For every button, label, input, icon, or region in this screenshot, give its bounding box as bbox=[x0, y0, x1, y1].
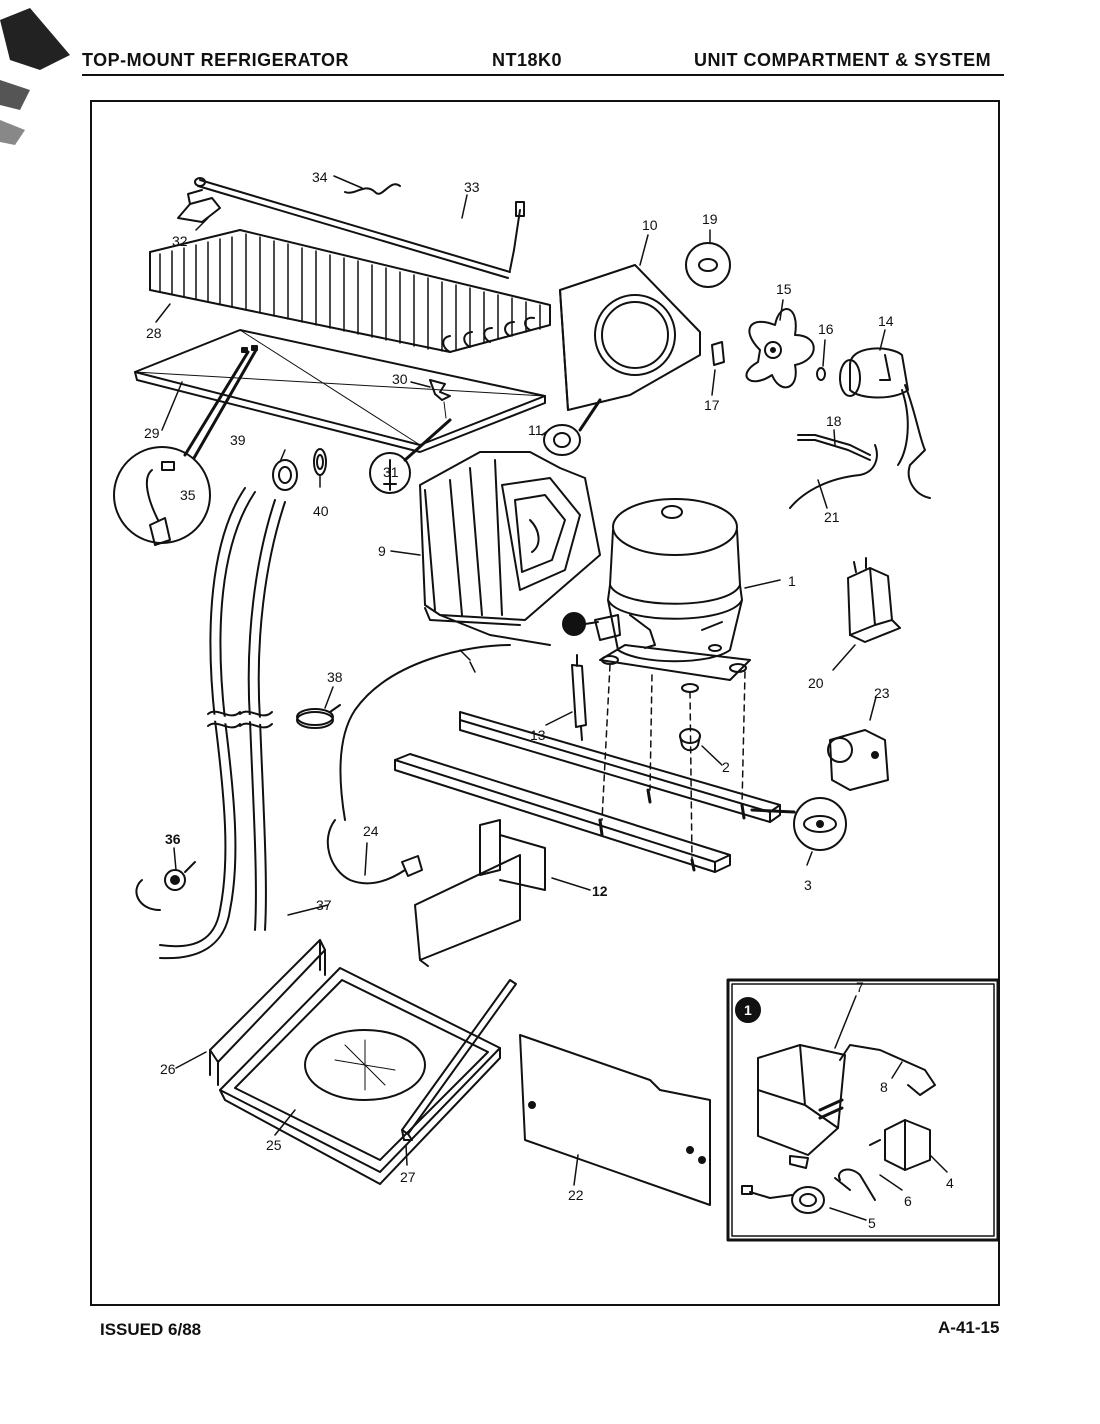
callout-15: 15 bbox=[776, 281, 792, 297]
callout-31: 31 bbox=[383, 464, 399, 480]
part-28-condenser bbox=[149, 229, 551, 353]
callout-14: 14 bbox=[878, 313, 894, 329]
issued-date: ISSUED 6/88 bbox=[100, 1320, 202, 1339]
scan-smudge bbox=[0, 8, 70, 145]
callout-9: 9 bbox=[378, 543, 386, 559]
part-32-bracket bbox=[177, 189, 221, 223]
inset-badge bbox=[735, 997, 761, 1023]
part-18-tube bbox=[797, 434, 871, 461]
callout-37: 37 bbox=[316, 897, 332, 913]
part-15-fan bbox=[745, 308, 815, 389]
callout-labels: 34 33 32 28 29 30 31 35 39 40 9 10 19 15… bbox=[144, 169, 954, 1231]
part-29-tray bbox=[134, 329, 546, 453]
part-14-motor bbox=[839, 347, 931, 499]
part-36-clamp bbox=[135, 861, 196, 911]
callout-22: 22 bbox=[568, 1187, 584, 1203]
part-27-strip bbox=[401, 979, 517, 1141]
leader-lines bbox=[155, 175, 948, 1221]
callout-16: 16 bbox=[818, 321, 834, 337]
part-30-clip bbox=[429, 379, 451, 401]
callout-6: 6 bbox=[904, 1193, 912, 1209]
callout-35: 35 bbox=[180, 487, 196, 503]
leader-tray-35 bbox=[183, 348, 258, 460]
part-39-grommet bbox=[272, 459, 298, 491]
part-wire bbox=[339, 644, 511, 821]
callout-29: 29 bbox=[144, 425, 160, 441]
callout-4: 4 bbox=[946, 1175, 954, 1191]
callout-13: 13 bbox=[530, 727, 546, 743]
callout-3: 3 bbox=[804, 877, 812, 893]
part-33-tube bbox=[194, 177, 511, 279]
callout-25: 25 bbox=[266, 1137, 282, 1153]
callout-36: 36 bbox=[165, 831, 181, 847]
callout-38: 38 bbox=[327, 669, 343, 685]
part-24-cord bbox=[326, 819, 423, 885]
callout-19: 19 bbox=[702, 211, 718, 227]
callout-34: 34 bbox=[312, 169, 328, 185]
inset-badge-label: 1 bbox=[744, 1002, 752, 1018]
part-26-bracket bbox=[209, 939, 326, 1086]
part-9-housing bbox=[419, 451, 601, 646]
header-title: TOP-MOUNT REFRIGERATOR bbox=[82, 50, 349, 70]
part-22-panel bbox=[519, 1034, 711, 1206]
callout-7: 7 bbox=[856, 979, 864, 995]
callout-11: 11 bbox=[528, 422, 543, 438]
callout-30: 30 bbox=[392, 371, 408, 387]
part-31-detail bbox=[369, 452, 411, 494]
page-number: A-41-15 bbox=[938, 1318, 1000, 1337]
part-10-shroud bbox=[559, 264, 701, 411]
callout-32: 32 bbox=[172, 233, 188, 249]
callout-26: 26 bbox=[160, 1061, 176, 1077]
badge-1 bbox=[562, 612, 586, 636]
part-17-clip bbox=[711, 341, 725, 366]
part-1-compressor bbox=[594, 498, 751, 693]
callout-1: 1 bbox=[788, 573, 796, 589]
part-34-wire bbox=[344, 183, 401, 195]
callout-21: 21 bbox=[824, 509, 840, 525]
callout-2: 2 bbox=[722, 759, 730, 775]
part-capillary bbox=[509, 201, 525, 271]
header-section: UNIT COMPARTMENT & SYSTEM bbox=[694, 50, 992, 70]
part-12-bracket bbox=[414, 819, 546, 967]
part-20-capacitor bbox=[847, 557, 901, 643]
callout-40: 40 bbox=[313, 503, 329, 519]
part-rail-lower bbox=[394, 753, 731, 873]
part-25-pan bbox=[219, 967, 501, 1185]
callout-17: 17 bbox=[704, 397, 720, 413]
exploded-parts-diagram: 34 33 32 28 29 30 31 35 39 40 9 10 19 15… bbox=[113, 169, 1000, 1242]
callout-20: 20 bbox=[808, 675, 824, 691]
part-38-clamp bbox=[296, 704, 341, 729]
part-11-grommet bbox=[543, 424, 581, 456]
callout-23: 23 bbox=[874, 685, 890, 701]
callout-10: 10 bbox=[642, 217, 658, 233]
part-13-drier bbox=[571, 654, 587, 741]
callout-18: 18 bbox=[826, 413, 842, 429]
header-rule bbox=[82, 74, 1004, 76]
callout-24: 24 bbox=[363, 823, 379, 839]
part-40-grommet bbox=[313, 448, 327, 476]
part-21-harness bbox=[789, 444, 878, 509]
mount-lines bbox=[601, 664, 746, 861]
callout-39: 39 bbox=[230, 432, 246, 448]
callout-28: 28 bbox=[146, 325, 162, 341]
callout-12: 12 bbox=[592, 883, 608, 899]
part-23-timer bbox=[827, 729, 889, 791]
inset-box bbox=[726, 978, 1000, 1242]
callout-27: 27 bbox=[400, 1169, 416, 1185]
part-19-detail bbox=[685, 242, 731, 288]
callout-33: 33 bbox=[464, 179, 480, 195]
header-model: NT18K0 bbox=[492, 50, 563, 70]
part-35-detail bbox=[113, 446, 211, 546]
callout-5: 5 bbox=[868, 1215, 876, 1231]
part-16-nut bbox=[816, 367, 826, 381]
diagram-frame bbox=[90, 100, 1000, 1306]
callout-8: 8 bbox=[880, 1079, 888, 1095]
part-3-detail bbox=[793, 797, 847, 851]
part-37-hose bbox=[159, 487, 286, 960]
